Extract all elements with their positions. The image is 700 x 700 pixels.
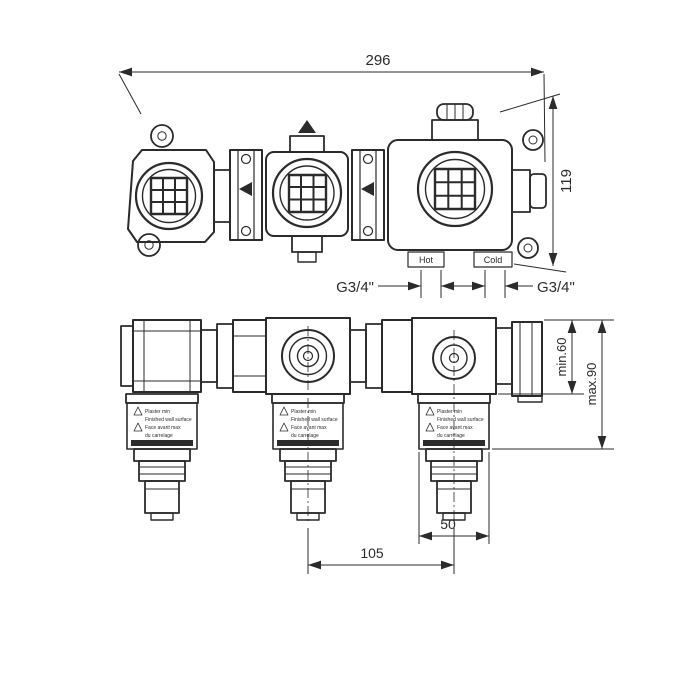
cartridge-label-line1: Plaster min <box>145 409 170 415</box>
hot-label: Hot <box>419 255 434 265</box>
mounting-ear-top-left <box>150 124 174 148</box>
warning-triangle-icon <box>279 406 289 416</box>
manifold-body <box>120 317 543 403</box>
cartridge-center: Plaster min Finished wall surface Face a… <box>271 393 345 521</box>
cartridge-right: Plaster min Finished wall surface Face a… <box>417 393 491 521</box>
dim-width-label: 296 <box>365 52 390 69</box>
flange-left <box>229 149 263 241</box>
mounting-ear-top-right <box>522 129 544 151</box>
neck-left <box>213 169 231 223</box>
cartridge-label-line4: du carrelage <box>291 433 319 439</box>
dim-105-label: 105 <box>360 545 384 561</box>
dim-min-depth: min.60 <box>498 319 614 395</box>
mounting-ear-bottom-right <box>517 237 539 259</box>
top-view: 296 119 <box>118 52 575 298</box>
front-view: Plaster min Finished wall surface Face a… <box>120 317 614 574</box>
dim-height-label: 119 <box>558 169 575 193</box>
flange-right <box>351 149 385 241</box>
warning-triangle-icon <box>133 406 143 416</box>
thread-dim-right: G3/4" <box>484 270 575 298</box>
cartridge-label-line2: Finished wall surface <box>145 417 192 423</box>
thread-dim-left: G3/4" <box>336 270 485 298</box>
dim-max-depth: max.90 <box>492 320 614 450</box>
cartridge-label-line3: Face avant max <box>437 425 473 431</box>
flow-arrow-left-icon <box>239 182 252 196</box>
warning-triangle-icon <box>279 422 289 432</box>
flow-arrow-up-icon <box>298 120 316 133</box>
cartridge-label-line2: Finished wall surface <box>437 417 484 423</box>
warning-triangle-icon <box>133 422 143 432</box>
cartridge-label-line3: Face avant max <box>145 425 181 431</box>
cartridge-label-line4: du carrelage <box>145 433 173 439</box>
dim-cartridge-width-50: 50 <box>418 452 490 544</box>
warning-triangle-icon <box>425 406 435 416</box>
flow-arrow-right-flange-icon <box>361 182 374 196</box>
port-left <box>134 161 204 231</box>
dim-50-label: 50 <box>440 516 456 532</box>
dim-min-depth-label: min.60 <box>554 337 569 376</box>
hot-port-tag: Hot <box>407 251 445 268</box>
thread-left-label: G3/4" <box>336 279 374 296</box>
mounting-ear-bottom-left <box>137 233 161 257</box>
dim-width-296: 296 <box>118 52 546 163</box>
dim-height-119: 119 <box>499 93 575 273</box>
warning-triangle-icon <box>425 422 435 432</box>
left-mounting-plate <box>127 149 215 243</box>
centerlines <box>307 326 455 524</box>
cartridge-label-line1: Plaster min <box>291 409 316 415</box>
cartridge-left: Plaster min Finished wall surface Face a… <box>125 393 199 521</box>
cartridge-label-line2: Finished wall surface <box>291 417 338 423</box>
dim-max-depth-label: max.90 <box>584 363 599 406</box>
dim-spacing-105: 105 <box>307 528 455 574</box>
cold-port-tag: Cold <box>473 251 513 268</box>
cartridge-label-line4: du carrelage <box>437 433 465 439</box>
thread-right-label: G3/4" <box>537 279 575 296</box>
cold-label: Cold <box>484 255 503 265</box>
cartridge-label-line3: Face avant max <box>291 425 327 431</box>
port-right-housing <box>387 103 547 251</box>
port-center-housing <box>265 120 349 263</box>
cartridge-label-line1: Plaster min <box>437 409 462 415</box>
